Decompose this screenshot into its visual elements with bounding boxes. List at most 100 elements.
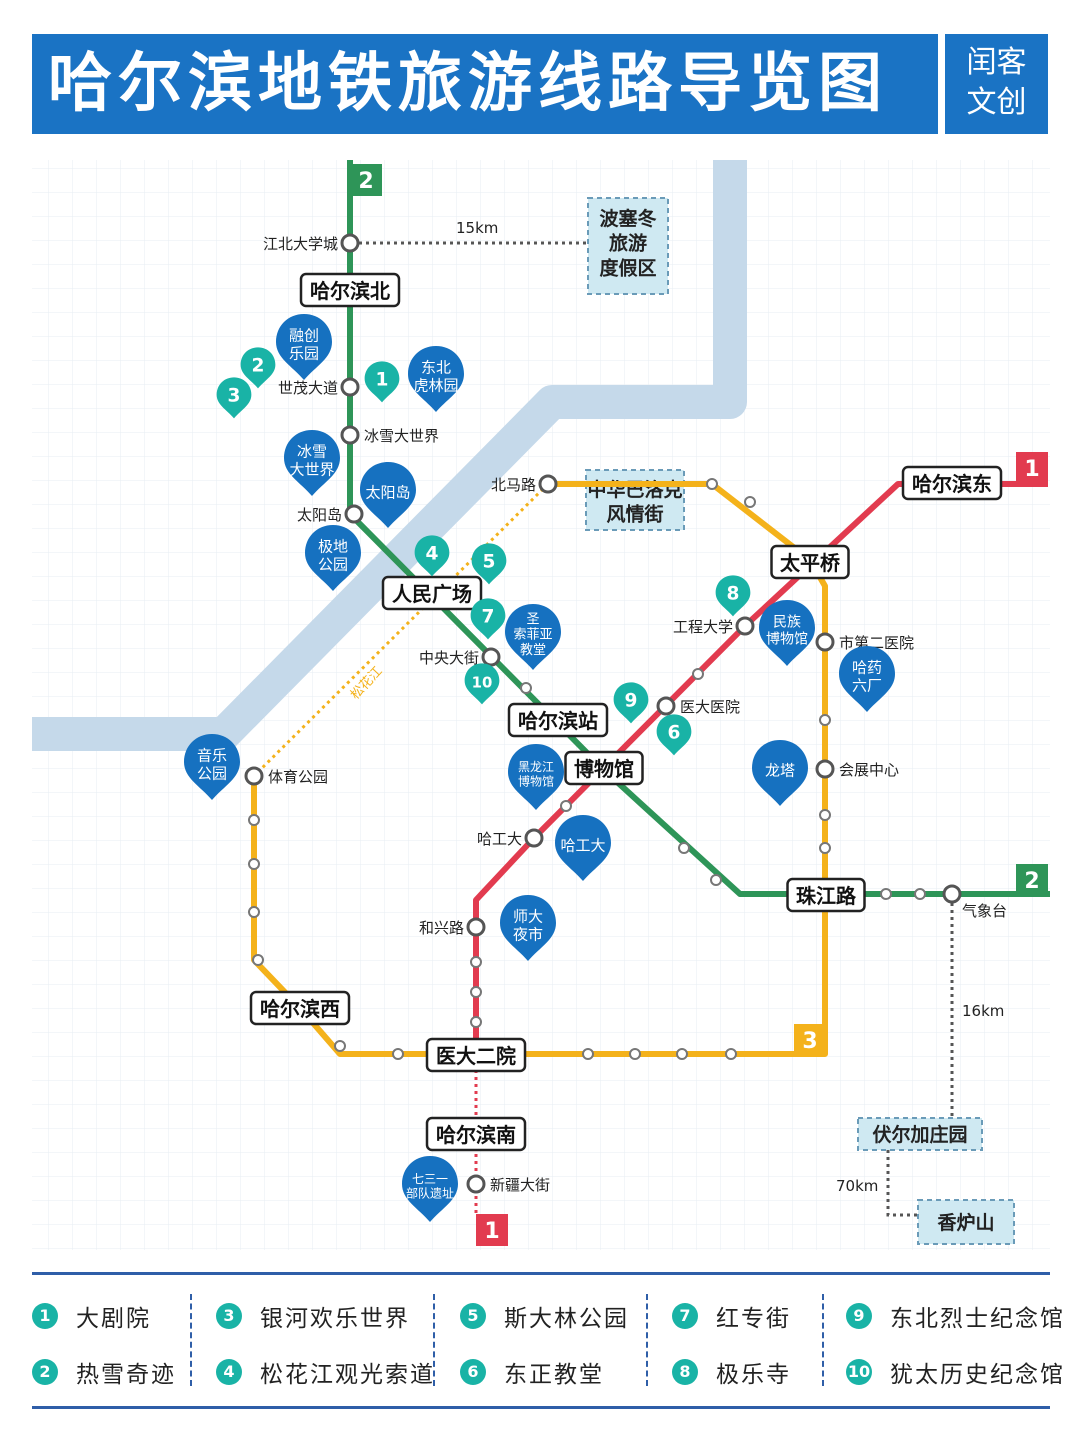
legend-label: 松花江观光索道	[260, 1362, 435, 1388]
attraction-pin-shida[interactable]: 师大夜市	[500, 895, 556, 961]
station-dot	[248, 858, 260, 870]
numbered-pin-6[interactable]: 6	[656, 714, 692, 756]
line3-badge: 3	[794, 1024, 826, 1056]
attraction-pin-minzu-bowuguan[interactable]: 民族博物馆	[759, 600, 815, 666]
numbered-pin-2[interactable]: 2	[240, 347, 276, 389]
legend-number: 6	[460, 1359, 486, 1385]
station-name: 哈尔滨东	[912, 472, 992, 496]
legend-number: 10	[846, 1359, 872, 1385]
station-taipingqiao[interactable]: 太平桥	[770, 544, 850, 580]
station-name: 和兴路	[419, 919, 464, 937]
station-tiyu-gongyuan[interactable]: 体育公园	[244, 766, 328, 786]
attraction-pin-heilongjiang-bwg[interactable]: 黑龙江博物馆	[508, 744, 564, 810]
station-zhujianglu[interactable]: 珠江路	[786, 877, 866, 913]
attraction-pin-label: 太阳岛	[365, 483, 410, 501]
station-harbin-dong[interactable]: 哈尔滨东	[901, 465, 1003, 501]
station-renmin-guangchang[interactable]: 人民广场	[381, 575, 483, 611]
numbered-pin-number: 6	[668, 723, 681, 744]
legend-label: 犹太历史纪念馆	[890, 1362, 1065, 1388]
numbered-pin-7[interactable]: 7	[470, 598, 506, 640]
legend-number: 5	[460, 1303, 486, 1329]
station-gongcheng-daxue[interactable]: 工程大学	[673, 616, 755, 636]
line2-badge-right: 2	[1016, 864, 1048, 896]
station-dot	[248, 906, 260, 918]
station-dot	[470, 956, 482, 968]
station-hagongda[interactable]: 哈工大	[477, 828, 544, 848]
station-qixiangtai[interactable]: 气象台	[942, 884, 1007, 920]
station-taiyangdao[interactable]: 太阳岛	[297, 504, 364, 524]
line2-badge-top: 2	[350, 164, 382, 196]
numbered-pin-number: 3	[228, 386, 241, 407]
scenic-box-fuerjia: 伏尔加庄园	[857, 1117, 983, 1151]
songhua-river	[32, 160, 747, 751]
station-huizhan-zhongxin[interactable]: 会展中心	[815, 759, 899, 779]
attraction-pin-dongbei-hulin[interactable]: 东北虎林园	[408, 346, 464, 412]
attraction-pin-label: 哈药六厂	[852, 658, 882, 694]
brand-bottom: 文创	[966, 85, 1027, 120]
legend-number: 2	[32, 1359, 58, 1385]
station-name: 哈尔滨西	[260, 997, 340, 1021]
attraction-pin-rongchuang[interactable]: 融创乐园	[276, 314, 332, 380]
station-dot	[692, 668, 704, 680]
station-dot	[678, 842, 690, 854]
station-harbin-xi[interactable]: 哈尔滨西	[249, 990, 351, 1026]
scenic-box-xianglushan-label: 香炉山	[936, 1211, 994, 1234]
legend-separator	[822, 1294, 824, 1386]
numbered-pin-9[interactable]: 9	[613, 682, 649, 724]
distance-15km: 15km	[456, 219, 498, 237]
station-harbin-zhan[interactable]: 哈尔滨站	[507, 702, 609, 738]
legend-item-10: 10 犹太历史纪念馆	[846, 1357, 1065, 1388]
attraction-pin-label: 哈工大	[560, 836, 605, 854]
attraction-pin-hayao[interactable]: 哈药六厂	[839, 646, 895, 712]
station-dot	[819, 809, 831, 821]
legend-number: 7	[672, 1303, 698, 1329]
numbered-pin-10[interactable]: 10	[464, 663, 500, 705]
station-name: 哈尔滨北	[310, 279, 390, 303]
numbered-pin-8[interactable]: 8	[715, 575, 751, 617]
numbered-pin-1[interactable]: 1	[364, 361, 400, 403]
station-bowuguan[interactable]: 博物馆	[564, 750, 644, 786]
station-harbin-bei[interactable]: 哈尔滨北	[299, 272, 401, 308]
page-title: 哈尔滨地铁旅游线路导览图	[48, 47, 888, 121]
attraction-pin-bingxue[interactable]: 冰雪大世界	[284, 430, 340, 496]
legend-label: 极乐寺	[716, 1362, 791, 1388]
station-beimalu[interactable]: 北马路	[491, 474, 558, 494]
attraction-pin-label: 冰雪大世界	[289, 442, 334, 478]
station-bingxue-dashijie[interactable]: 冰雪大世界	[340, 425, 439, 445]
station-hexinglu[interactable]: 和兴路	[419, 917, 486, 937]
numbered-pin-5[interactable]: 5	[471, 543, 507, 585]
numbered-pin-3[interactable]: 3	[216, 377, 252, 419]
station-name: 冰雪大世界	[364, 427, 439, 445]
station-xinjiang-dajie[interactable]: 新疆大街	[466, 1174, 550, 1194]
attraction-pin-sheng-suofeiya[interactable]: 圣索菲亚教堂	[505, 604, 561, 670]
station-jiangbei-daxuecheng[interactable]: 江北大学城	[263, 233, 360, 253]
station-yida-eryuan[interactable]: 医大二院	[425, 1037, 527, 1073]
scenic-box-bosaidong-label: 波塞冬旅游度假区	[599, 207, 656, 279]
attraction-pin-label: 七三一部队遗址	[406, 1172, 454, 1200]
numbered-pin-4[interactable]: 4	[414, 535, 450, 577]
station-layer: 江北大学城哈尔滨北世茂大道冰雪大世界太阳岛人民广场中央大街哈尔滨站博物馆北马路太…	[244, 233, 1007, 1194]
attraction-pin-label: 师大夜市	[513, 907, 543, 943]
attraction-pin-yinyue[interactable]: 音乐公园	[184, 734, 240, 800]
station-yida-yiyuan[interactable]: 医大医院	[656, 696, 740, 716]
attraction-pin-hagongda-pin[interactable]: 哈工大	[555, 815, 611, 881]
attraction-pin-qisanyi[interactable]: 七三一部队遗址	[402, 1156, 458, 1222]
numbered-pin-number: 1	[376, 370, 389, 391]
attraction-pin-taiyangdao-pin[interactable]: 太阳岛	[360, 462, 416, 528]
station-zhongyang-dajie[interactable]: 中央大街	[419, 647, 501, 667]
station-dot	[676, 1048, 688, 1060]
station-dot	[706, 478, 718, 490]
station-harbin-nan[interactable]: 哈尔滨南	[425, 1116, 527, 1152]
line2-badge-top-number: 2	[358, 169, 373, 194]
numbered-pin-number: 5	[483, 552, 496, 573]
attraction-pin-jidi[interactable]: 极地公园	[305, 525, 361, 591]
station-shimao-dadao[interactable]: 世茂大道	[278, 377, 360, 397]
attraction-pin-longta[interactable]: 龙塔	[752, 740, 808, 806]
station-dot	[392, 1048, 404, 1060]
legend-number: 1	[32, 1303, 58, 1329]
station-dot	[744, 496, 756, 508]
line1-badge-right-number: 1	[1024, 457, 1039, 482]
